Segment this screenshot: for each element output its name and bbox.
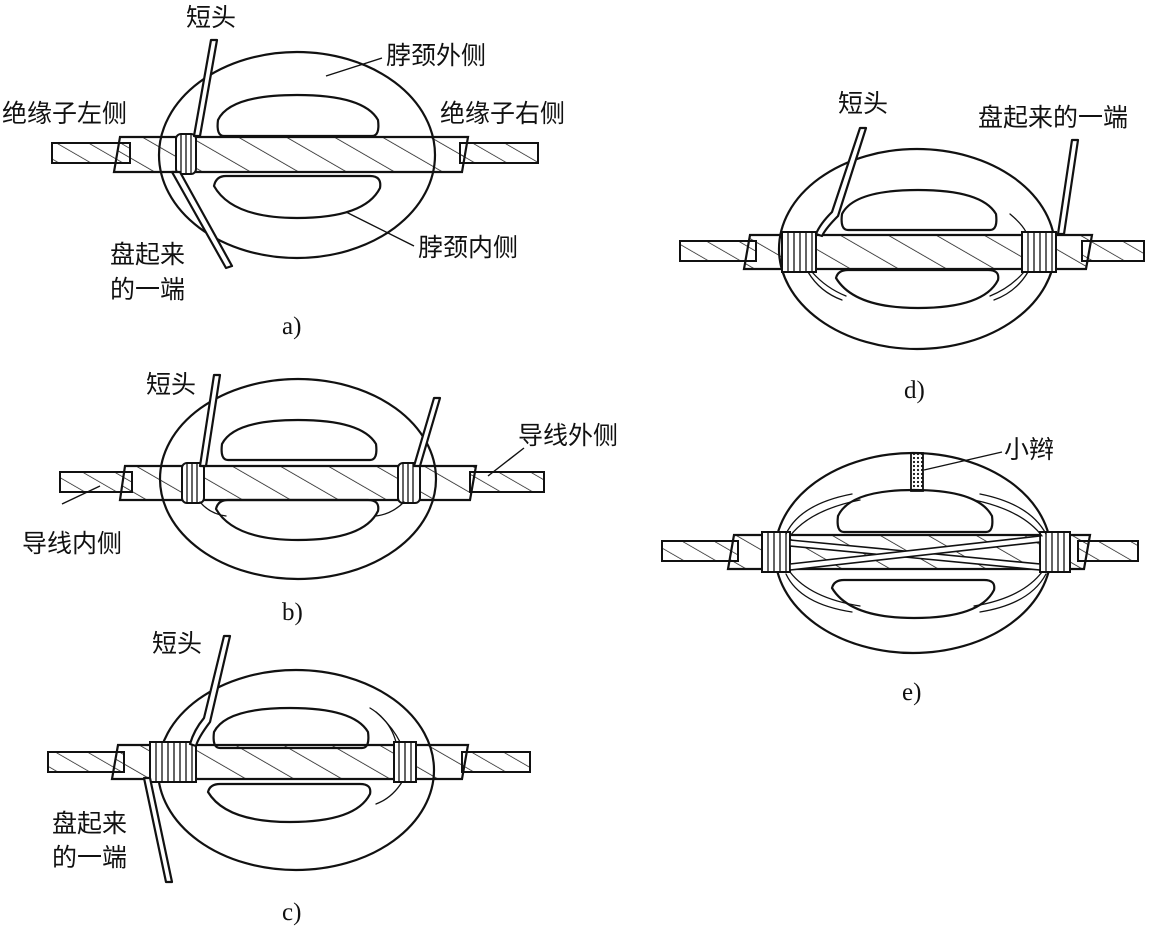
label-wire-inner: 导线内侧: [22, 529, 122, 558]
binding-coil-left: [149, 741, 197, 783]
label-short-end: 短头: [186, 3, 236, 32]
label-insulator-left: 绝缘子左侧: [2, 99, 127, 128]
binding-coil-right: [393, 741, 417, 783]
conductor-right: [469, 471, 545, 493]
wrap-strand: [369, 707, 397, 743]
binding-coil-left: [781, 231, 817, 273]
panel-d: 短头 盘起来的一端 d): [679, 89, 1145, 404]
label-coiled-end-1: 盘起来: [110, 240, 185, 269]
coiled-end-wire: [142, 776, 174, 884]
binding-coil: [175, 133, 197, 175]
binding-coil-left: [181, 462, 205, 504]
leader-small-braid: [923, 451, 1003, 471]
short-end-wire: [198, 373, 222, 468]
conductor-left: [679, 240, 757, 262]
conductor-left: [661, 540, 739, 562]
conductor-right: [459, 142, 539, 164]
wrap-strand: [199, 501, 227, 517]
conductor-left: [47, 751, 125, 773]
binding-coil-right: [1039, 531, 1071, 573]
small-braid: [910, 452, 924, 492]
label-short-end: 短头: [152, 629, 202, 658]
armor-tape: [110, 743, 470, 781]
wrap-strand: [375, 711, 401, 743]
wrap-strand: [811, 271, 847, 297]
label-small-braid: 小辫: [1004, 435, 1054, 464]
binding-coil-right: [397, 462, 421, 504]
label-short-end: 短头: [146, 370, 196, 399]
leader-wire-outer: [487, 447, 525, 477]
label-wire-outer: 导线外侧: [518, 421, 618, 450]
label-coiled-end-2: 的一端: [52, 843, 127, 872]
short-end-wire: [814, 126, 868, 238]
neck-lower-lobe: [834, 268, 1000, 310]
neck-upper-lobe: [836, 488, 994, 534]
neck-lower-lobe: [214, 498, 380, 542]
label-neck-inner: 脖颈内侧: [418, 233, 518, 262]
armor-tape: [742, 233, 1094, 271]
label-coiled-end: 盘起来的一端: [978, 103, 1128, 132]
short-end-wire: [188, 634, 232, 748]
coiled-end-wire: [170, 170, 234, 270]
short-end-wire: [192, 38, 219, 138]
wrap-strand: [1009, 213, 1027, 233]
wrap-strand: [375, 501, 405, 517]
wrap-strand: [989, 271, 1025, 297]
wrap-strand: [807, 271, 843, 301]
leader-wire-inner: [61, 485, 101, 505]
label-coiled-end-2: 的一端: [110, 275, 185, 304]
caption-e: e): [902, 679, 921, 706]
label-insulator-right: 绝缘子右侧: [440, 99, 565, 128]
leader-neck-inner: [345, 211, 415, 247]
panel-b: 短头 导线外侧 导线内侧 b): [22, 370, 618, 626]
conductor-right: [461, 751, 531, 773]
label-neck-outer: 脖颈外侧: [386, 41, 486, 70]
caption-c: c): [282, 899, 301, 926]
label-short-end: 短头: [838, 89, 888, 118]
label-coiled-end-1: 盘起来: [52, 809, 127, 838]
neck-lower-lobe: [212, 174, 382, 220]
binding-coil-left: [761, 531, 791, 573]
wrap-strand: [375, 781, 403, 805]
neck-upper-lobe: [840, 188, 998, 232]
cross-wrap: [785, 493, 1047, 613]
panel-e: 小辫 e): [661, 435, 1139, 706]
binding-coil-right: [1021, 231, 1057, 273]
panel-c: 短头 盘起来 的一端 c): [47, 629, 531, 926]
coiled-end-wire: [1056, 138, 1080, 236]
caption-a: a): [282, 313, 301, 340]
armor-tape: [112, 135, 470, 174]
neck-lower-lobe: [830, 578, 996, 620]
panel-a: 短头 脖颈外侧 绝缘子左侧 绝缘子右侧 盘起来 的一端 脖颈内侧 a): [2, 3, 565, 340]
neck-upper-lobe: [220, 418, 378, 462]
neck-upper-lobe: [212, 706, 370, 750]
neck-upper-lobe: [216, 93, 380, 138]
neck-lower-lobe: [206, 782, 372, 824]
wrap-strand: [993, 271, 1029, 301]
caption-d: d): [904, 377, 925, 404]
armor-tape: [118, 464, 478, 502]
leader-neck-outer: [325, 57, 383, 77]
caption-b: b): [282, 599, 303, 626]
coiled-end-wire: [412, 396, 442, 468]
